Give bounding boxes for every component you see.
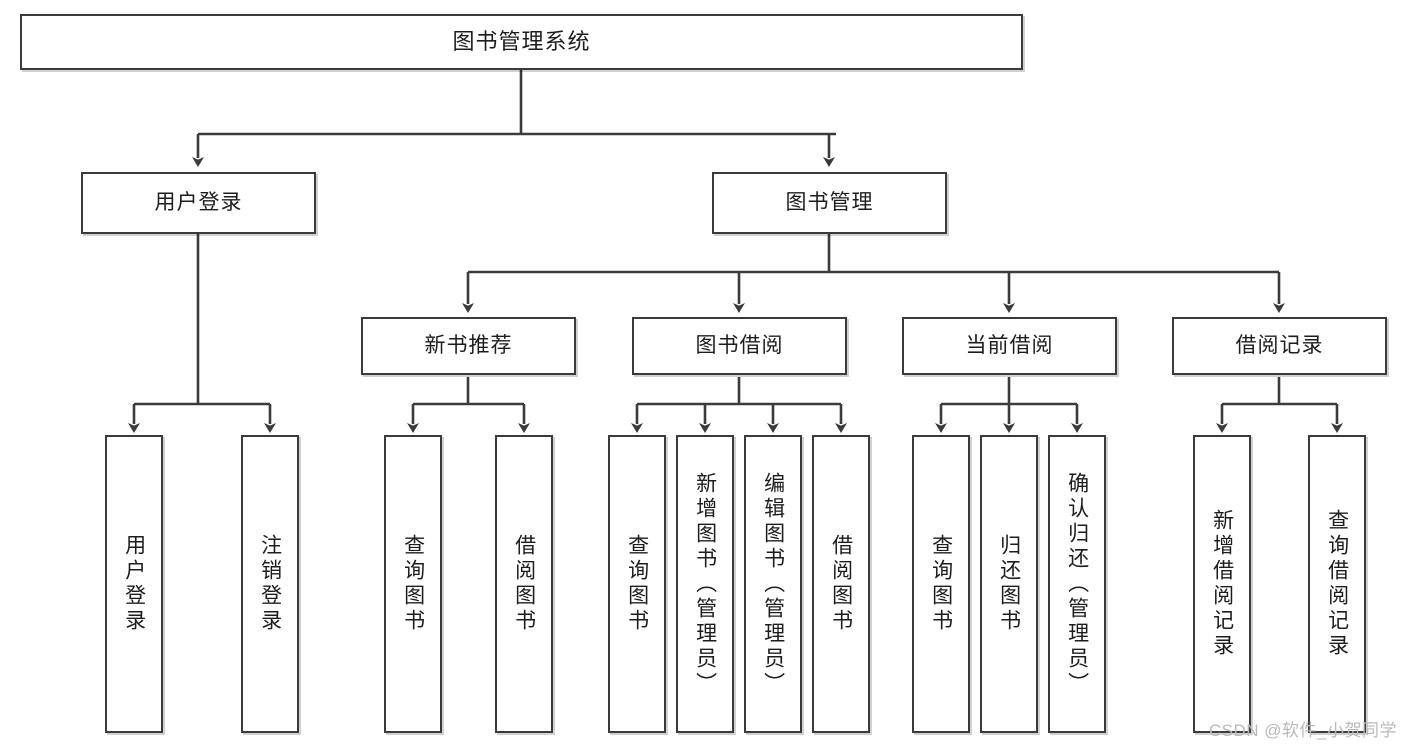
leaf-query-book-3[interactable]: 查询图书 xyxy=(912,435,970,733)
leaf-logout-login[interactable]: 注销登录 xyxy=(241,435,299,733)
watermark-credit: CSDN @软件_小贺同学 xyxy=(1208,721,1397,740)
node-root-system[interactable]: 图书管理系统 xyxy=(20,14,1023,70)
node-new-book-recommend[interactable]: 新书推荐 xyxy=(361,317,576,375)
leaf-borrow-book-1[interactable]: 借阅图书 xyxy=(495,435,553,733)
leaf-add-record[interactable]: 新增借阅记录 xyxy=(1193,435,1251,733)
leaf-confirm-return[interactable]: 确认归还（管理员） xyxy=(1048,435,1106,733)
leaf-borrow-book-2[interactable]: 借阅图书 xyxy=(812,435,870,733)
node-user-login[interactable]: 用户登录 xyxy=(81,172,316,234)
leaf-add-book[interactable]: 新增图书（管理员） xyxy=(676,435,734,733)
node-book-management[interactable]: 图书管理 xyxy=(712,172,947,234)
leaf-query-record[interactable]: 查询借阅记录 xyxy=(1308,435,1366,733)
leaf-edit-book[interactable]: 编辑图书（管理员） xyxy=(744,435,802,733)
leaf-user-login[interactable]: 用户登录 xyxy=(105,435,163,733)
leaf-query-book-2[interactable]: 查询图书 xyxy=(608,435,666,733)
leaf-query-book-1[interactable]: 查询图书 xyxy=(384,435,442,733)
node-borrow-record[interactable]: 借阅记录 xyxy=(1172,317,1387,375)
leaf-return-book[interactable]: 归还图书 xyxy=(980,435,1038,733)
node-current-borrow[interactable]: 当前借阅 xyxy=(902,317,1117,375)
node-book-borrow[interactable]: 图书借阅 xyxy=(632,317,847,375)
